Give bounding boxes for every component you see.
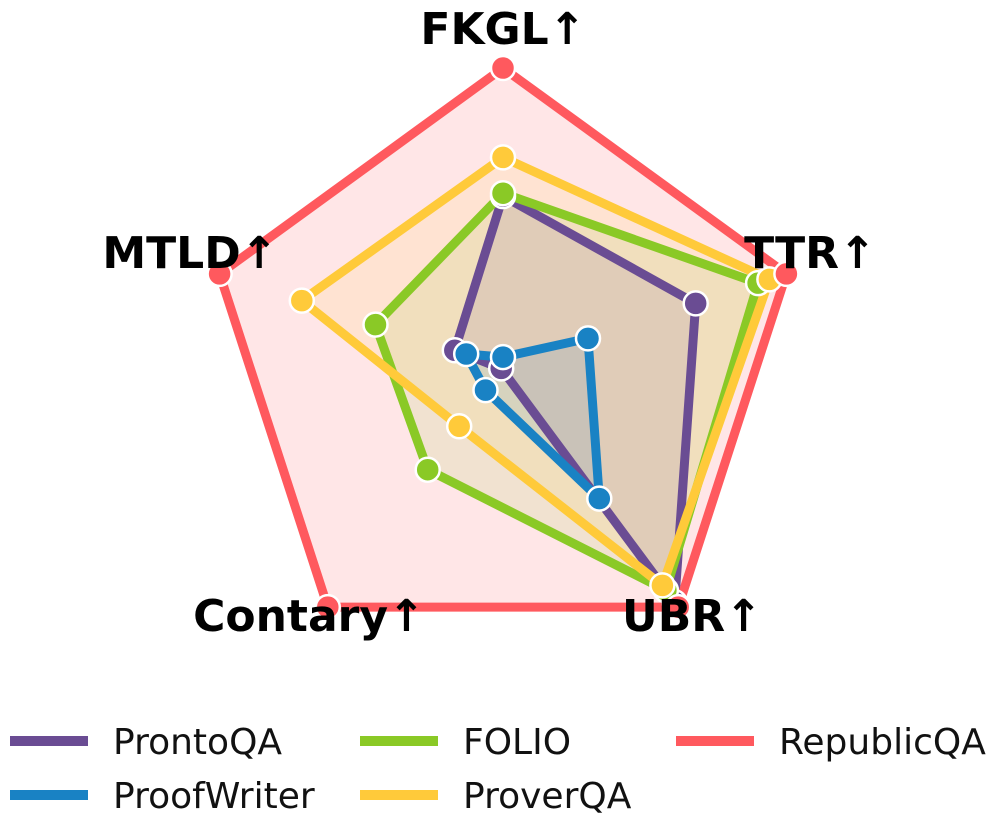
axis-label-ttr: TTR↑ [744, 228, 876, 279]
series-fill-proverqa [301, 157, 770, 586]
point-republicqa-contary [314, 593, 342, 621]
point-proverqa-contary [445, 413, 473, 440]
axis-label-contary: Contary↑ [193, 591, 425, 642]
legend-label-republicqa: RepublicQA [779, 722, 986, 763]
series-line-republicqa [215, 63, 791, 612]
point-proverqa-mtld [288, 287, 316, 314]
points-layer [206, 54, 800, 621]
point-republicqa-ttr [773, 260, 800, 288]
point-proofwriter-ttr [574, 325, 602, 352]
point-folio-mtld [362, 311, 389, 338]
series-fill-republicqa [219, 68, 787, 608]
legend-label-proverqa: ProverQA [463, 776, 632, 817]
series-line-folio [371, 188, 763, 595]
axis-label-mtld: MTLD↑ [102, 228, 277, 279]
axis-label-ubr: UBR↑ [622, 591, 762, 642]
point-proverqa-ubr [649, 572, 676, 599]
series-fill-prontoqa [454, 196, 696, 603]
point-prontoqa-ttr [682, 290, 709, 317]
axis-labels: FKGL↑ TTR↑ UBR↑ Contary↑ MTLD↑ [102, 4, 876, 642]
point-republicqa-mtld [206, 260, 233, 288]
legend-label-prontoqa: ProntoQA [113, 722, 282, 763]
point-proofwriter-ubr [586, 485, 613, 512]
point-folio-contary [414, 456, 441, 483]
point-proofwriter-fkgl [489, 343, 517, 371]
point-republicqa-ubr [664, 593, 692, 621]
point-proofwriter-contary [472, 376, 499, 404]
point-proverqa-fkgl [489, 144, 517, 171]
axis-label-fkgl: FKGL↑ [420, 4, 585, 55]
legend-label-proofwriter: ProofWriter [113, 776, 315, 817]
point-proofwriter-mtld [452, 340, 480, 368]
series-line-proverqa [297, 152, 774, 590]
legend-label-folio: FOLIO [463, 722, 571, 763]
point-republicqa-fkgl [489, 54, 517, 82]
legend: ProntoQA ProofWriter FOLIO ProverQA Republic… [10, 722, 986, 817]
point-folio-fkgl [489, 179, 517, 207]
